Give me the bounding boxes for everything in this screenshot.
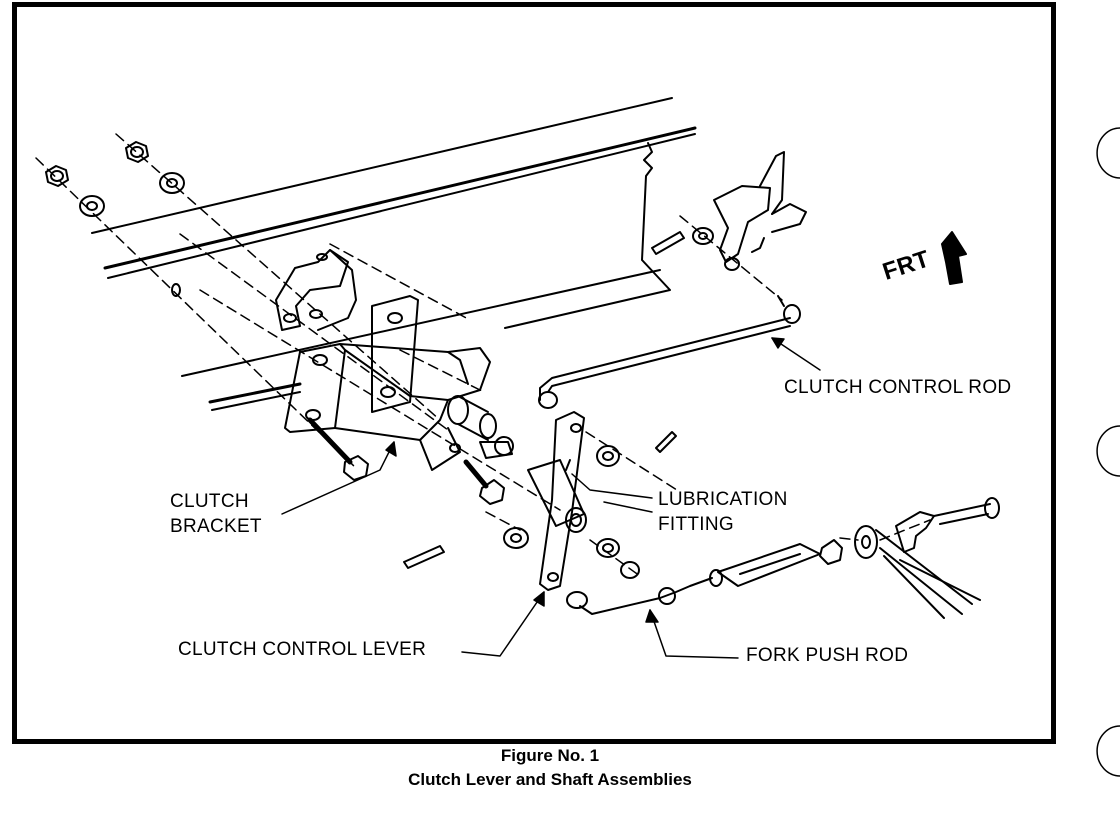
frame-rail (91, 97, 697, 411)
label-clutch-control-lever: CLUTCH CONTROL LEVER (178, 639, 427, 660)
clutch-shaft (447, 395, 514, 459)
figure-number: Figure No. 1 (500, 746, 600, 765)
label-lubrication-fitting-line1: LUBRICATION (658, 489, 788, 510)
label-fork-push-rod: FORK PUSH ROD (746, 645, 909, 666)
front-direction-arrow-icon (941, 231, 967, 285)
cotter-pins (403, 231, 685, 569)
pedal-bracket (692, 151, 807, 271)
assembly-centerlines (35, 133, 931, 577)
label-clutch-control-rod: CLUTCH CONTROL ROD (784, 377, 1012, 398)
label-clutch-bracket-line1: CLUTCH (170, 491, 249, 512)
leader-lines (281, 337, 821, 659)
hardware (45, 141, 640, 609)
binder-holes (1096, 127, 1120, 777)
label-lubrication-fitting-line2: FITTING (658, 514, 734, 535)
fork-push-rod (579, 539, 843, 615)
figure-title: Clutch Lever and Shaft Assemblies (408, 770, 692, 789)
clutch-fork (854, 497, 1000, 619)
clutch-control-lever (527, 411, 587, 591)
diagram-frame (12, 2, 1056, 744)
label-clutch-bracket-line2: BRACKET (170, 516, 262, 537)
upper-pivot-bracket (275, 249, 357, 331)
clutch-bracket (284, 295, 491, 471)
